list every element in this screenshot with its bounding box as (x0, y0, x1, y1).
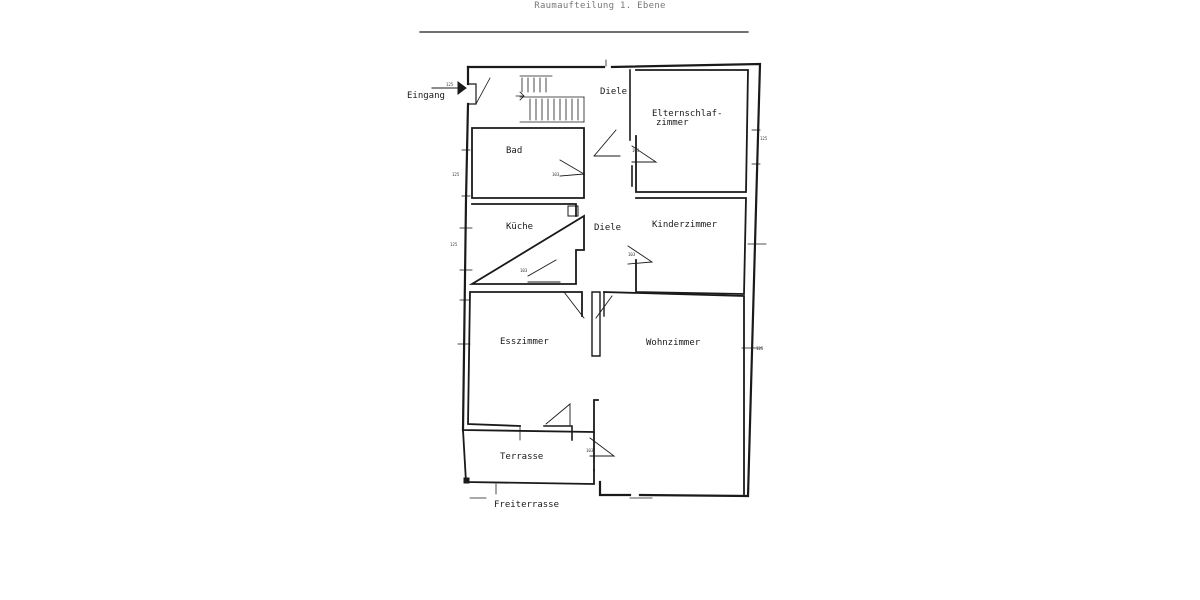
wall-elternschlafzimmer (635, 69, 749, 193)
svg-text:125: 125 (446, 82, 454, 87)
room-label-terrasse: Terrasse (500, 452, 544, 462)
wall-esszimmer (467, 291, 583, 427)
wall-terrasse (462, 429, 595, 485)
entrance-notch (467, 83, 477, 105)
wall-kinderzimmer (635, 197, 747, 295)
stairs (515, 75, 585, 123)
room-label-esszimmer: Esszimmer (500, 337, 549, 347)
wall-kueche (468, 203, 585, 285)
room-label-elternschlafzimmer-2: zimmer (656, 118, 689, 128)
outer-wall (466, 62, 762, 498)
dimension-labels: 125 125 125 125 125 103 103 103 103 103 (446, 82, 768, 453)
chimney (567, 205, 579, 217)
svg-text:103: 103 (632, 148, 640, 153)
page-title: Raumaufteilung 1. Ebene (534, 1, 666, 11)
svg-text:103: 103 (628, 252, 636, 257)
wall-pillar (591, 291, 601, 357)
room-label-elternschlafzimmer-1: Elternschlaf- (652, 109, 723, 119)
room-label-kinderzimmer: Kinderzimmer (652, 220, 718, 230)
svg-text:125: 125 (756, 346, 764, 351)
room-label-kueche: Küche (506, 222, 534, 232)
room-label-freiterrasse: Freiterrasse (494, 500, 560, 510)
room-label-bad: Bad (506, 146, 523, 156)
room-label-wohnzimmer: Wohnzimmer (646, 338, 701, 348)
outer-wall-left (461, 65, 470, 432)
svg-text:125: 125 (450, 242, 458, 247)
svg-text:125: 125 (760, 136, 768, 141)
room-label-diele-top: Diele (600, 87, 628, 97)
room-label-eingang: Eingang (407, 91, 445, 101)
svg-text:125: 125 (452, 172, 460, 177)
wall-wohnzimmer (593, 291, 745, 495)
window-marks (457, 59, 767, 499)
door-swings (527, 129, 658, 457)
wall-bad (471, 127, 585, 199)
room-label-diele-mid: Diele (594, 223, 622, 233)
svg-text:103: 103 (552, 172, 560, 177)
entrance-door (475, 77, 491, 105)
svg-text:103: 103 (520, 268, 528, 273)
svg-text:103: 103 (586, 448, 594, 453)
entry-arrow (431, 81, 467, 95)
